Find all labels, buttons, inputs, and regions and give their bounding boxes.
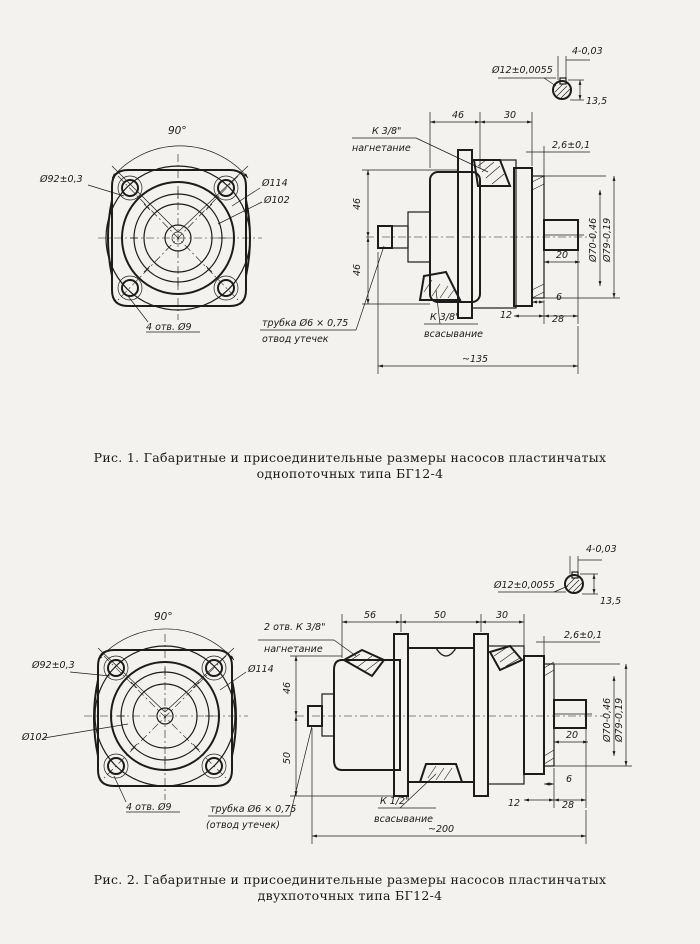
- fig1-key-h: 13,5: [586, 96, 607, 107]
- fig2-tube-label: трубка Ø6 × 0,75: [210, 804, 296, 815]
- fig1-caption: Рис. 1. Габаритные и присоединительные р…: [0, 450, 700, 482]
- fig1-d102-label: Ø102: [263, 195, 290, 206]
- fig2-pressure-label: нагнетание: [264, 644, 323, 655]
- fig1-pressure-label: нагнетание: [352, 143, 411, 154]
- fig2-key-labels: 4-0,03 Ø12±0,0055 13,5: [493, 544, 621, 607]
- fig2-holes-label: 4 отв. Ø9: [126, 802, 172, 813]
- fig2-dim20: 20: [566, 730, 578, 741]
- fig2-key-detail: [498, 556, 602, 595]
- fig1-dim20: 20: [556, 250, 568, 261]
- fig2-k-out-label: 2 отв. К 3/8": [264, 622, 325, 633]
- fig2-d79: Ø79-0,19: [614, 698, 625, 743]
- fig2-angle-label: 90°: [154, 611, 173, 623]
- fig2-d102-label: Ø102: [21, 732, 48, 743]
- fig1-key-w: 4-0,03: [572, 46, 603, 57]
- fig1-d92-label: Ø92±0,3: [39, 174, 83, 185]
- fig1-front-view: [87, 145, 263, 323]
- fig1-k-in-label: К 3/8": [430, 312, 459, 323]
- fig1-dim135: ~135: [462, 354, 488, 365]
- fig2-caption-line2: двухпоточных типа БГ12-4: [257, 888, 443, 903]
- fig2-d114-label: Ø114: [247, 664, 274, 675]
- fig1-front-labels: 90° Ø92±0,3 Ø114 Ø102 4 отв. Ø9: [39, 125, 290, 333]
- fig1-drain-label: отвод утечек: [262, 334, 329, 345]
- fig1-dim30: 30: [504, 110, 516, 121]
- fig2-side-labels: 2 отв. К 3/8" нагнетание 56 50 30 2,6±0,…: [206, 610, 625, 835]
- fig1-tube-label: трубка Ø6 × 0,75: [262, 318, 348, 329]
- fig1-caption-line1: Рис. 1. Габаритные и присоединительные р…: [93, 450, 607, 465]
- fig1-key-d: Ø12±0,0055: [491, 65, 553, 76]
- fig2-dim2-6: 2,6±0,1: [564, 630, 602, 641]
- fig2-dim30: 30: [496, 610, 508, 621]
- fig2-drain-label: (отвод утечек): [206, 820, 280, 831]
- fig1-d70: Ø70-0,46: [588, 218, 599, 263]
- fig1-suction-label: всасывание: [424, 329, 483, 340]
- fig2-suction-label: всасывание: [374, 814, 433, 825]
- fig1-side-labels: К 3/8" нагнетание 46 30 2,6±0,1 46 46 20…: [262, 110, 613, 365]
- fig2-key-h: 13,5: [600, 596, 621, 607]
- fig1-key-detail: [498, 56, 590, 101]
- fig1-dim46a: 46: [352, 198, 363, 210]
- fig1-holes-label: 4 отв. Ø9: [146, 322, 192, 333]
- fig1-d79: Ø79-0,19: [602, 218, 613, 263]
- fig1-d114-label: Ø114: [261, 178, 288, 189]
- fig2-caption-line1: Рис. 2. Габаритные и присоединительные р…: [93, 872, 607, 887]
- fig2-front-view: [43, 628, 248, 803]
- fig1-key-labels: 4-0,03 Ø12±0,0055 13,5: [491, 46, 607, 107]
- fig2-dim6: 6: [566, 774, 572, 785]
- fig2-side-view: [208, 614, 632, 844]
- fig2-dim46: 46: [282, 682, 293, 694]
- fig2-dim50: 50: [282, 752, 293, 764]
- fig2-dim56: 56: [364, 610, 376, 621]
- fig2-dim50top: 50: [434, 610, 446, 621]
- fig1-dim46b: 46: [352, 264, 363, 276]
- fig1-k-out-label: К 3/8": [372, 126, 401, 137]
- fig2-key-d: Ø12±0,0055: [493, 580, 555, 591]
- fig1-dim2-6: 2,6±0,1: [552, 140, 590, 151]
- fig2-dim28: 28: [562, 800, 574, 811]
- fig2-dim200: ~200: [428, 824, 454, 835]
- fig1-dim12: 12: [500, 310, 512, 321]
- fig1-caption-line2: однопоточных типа БГ12-4: [256, 466, 444, 481]
- fig2-front-labels: 90° Ø92±0,3 Ø114 Ø102 4 отв. Ø9: [21, 611, 274, 813]
- fig2-d70: Ø70-0,46: [602, 698, 613, 743]
- fig2-k-in-label: К 1/2": [380, 796, 409, 807]
- fig2-key-w: 4-0,03: [586, 544, 617, 555]
- fig1-side-view: [260, 112, 620, 374]
- fig1-dim28: 28: [552, 314, 564, 325]
- fig2-dim12: 12: [508, 798, 520, 809]
- fig2-d92-label: Ø92±0,3: [31, 660, 75, 671]
- fig2-caption: Рис. 2. Габаритные и присоединительные р…: [0, 872, 700, 904]
- fig1-angle-label: 90°: [168, 125, 187, 137]
- fig1-dim6: 6: [556, 292, 562, 303]
- fig1-dim46top: 46: [452, 110, 464, 121]
